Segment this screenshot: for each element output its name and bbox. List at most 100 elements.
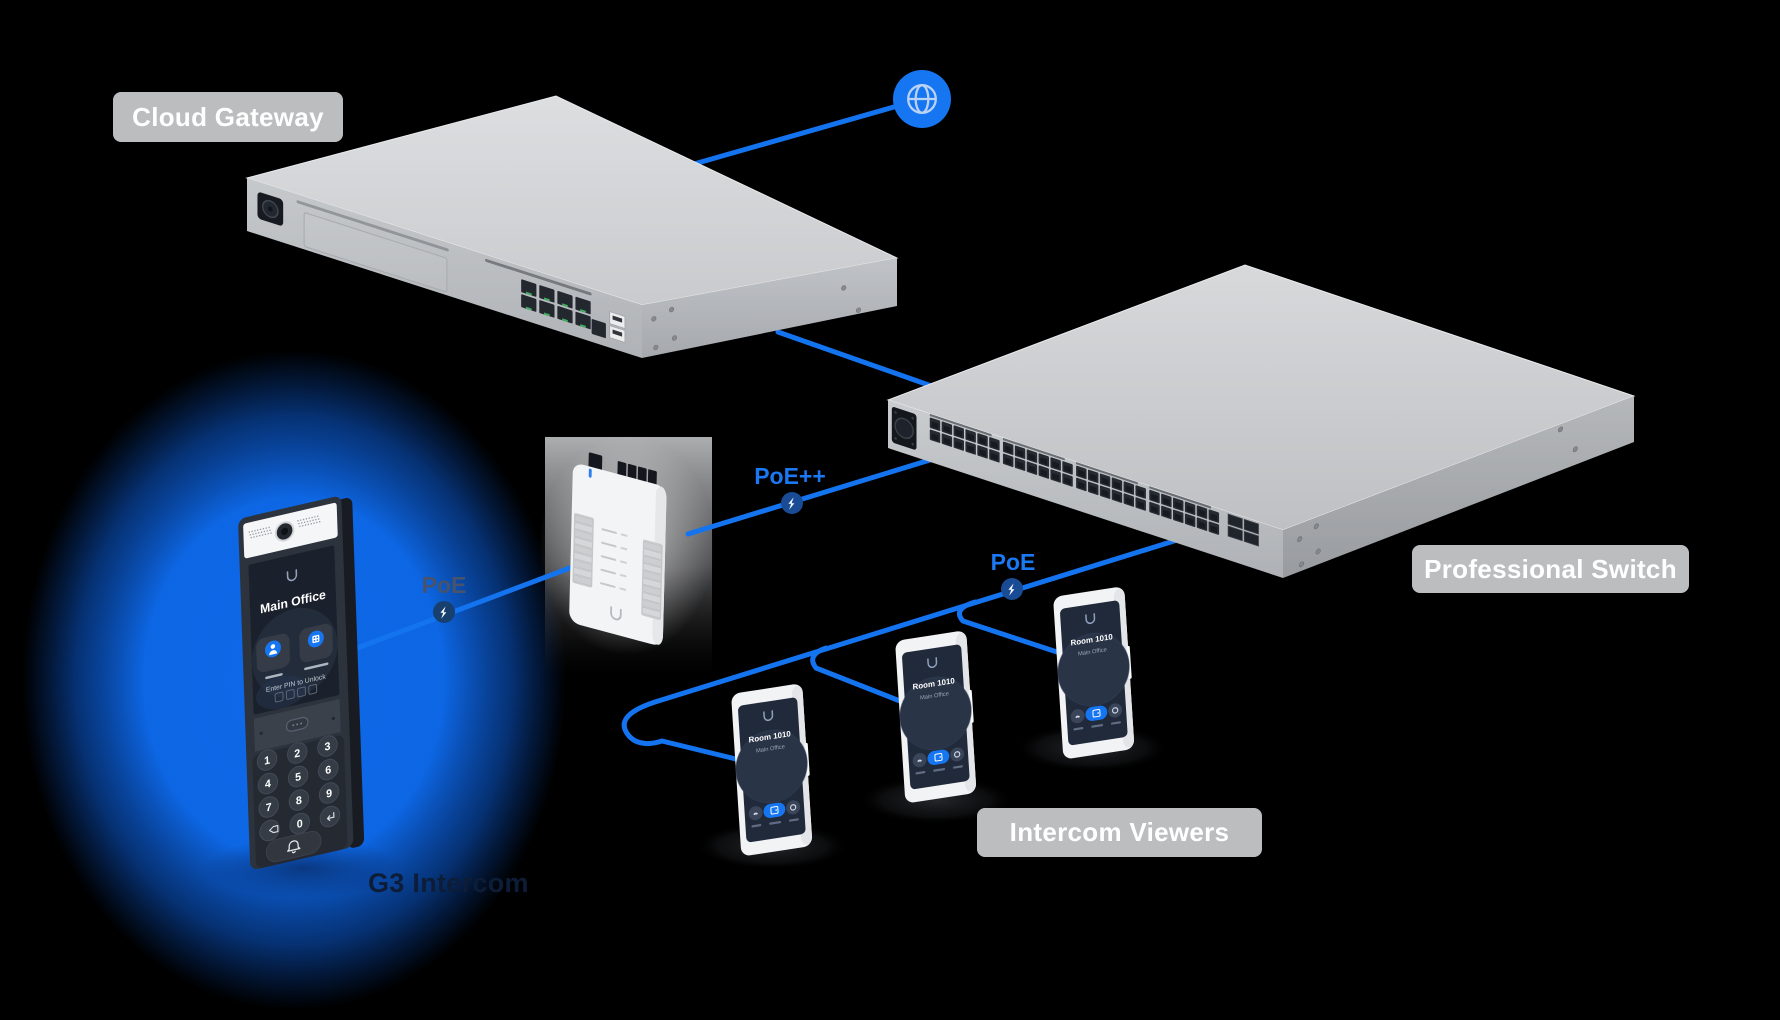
- intercom-viewer-3: [1052, 585, 1138, 761]
- keypad-key: [258, 796, 279, 818]
- g3-intercom-device: Main Office Enter PIN to Unlock 12345678…: [238, 496, 365, 870]
- switch-sfp-port: [1243, 530, 1259, 547]
- switch-sfp-port: [1227, 513, 1243, 530]
- ubiquiti-logo-icon: [610, 606, 622, 621]
- keypad-digit: 8: [296, 794, 302, 807]
- line-intercom-hub: [349, 563, 578, 653]
- professional-switch-label: Professional Switch: [1412, 545, 1689, 593]
- poe-intercom-label: PoE: [421, 572, 467, 598]
- poe-plus-plus-bolt: [781, 492, 803, 514]
- keypad-digit: 6: [325, 764, 331, 777]
- poe-plus-plus-label: PoE++: [754, 463, 826, 489]
- keypad-digit: 4: [265, 778, 272, 792]
- internet-globe: [893, 70, 951, 128]
- screw: [841, 285, 847, 291]
- keypad-key: [288, 789, 310, 811]
- keypad-digit: 5: [295, 771, 301, 784]
- switch-right-face: [1283, 396, 1634, 578]
- pin-box: [297, 686, 306, 698]
- keypad-digit: 9: [326, 787, 332, 800]
- screw: [1297, 536, 1303, 543]
- switch-vent-slot: [929, 413, 992, 437]
- keypad-digit: 1: [264, 754, 270, 767]
- gateway-vent-slot: [296, 200, 449, 252]
- gateway-drive-tray: [303, 212, 448, 293]
- enter-icon: [326, 811, 335, 821]
- line-branch-viewer2: [810, 645, 908, 706]
- ubiquiti-logo-icon: [286, 569, 298, 582]
- keypad-key: [318, 782, 340, 804]
- backspace-icon: [268, 824, 279, 834]
- lightning-bolt-icon: [1008, 583, 1015, 596]
- keypad-key: [318, 758, 339, 781]
- keypad-digit: 2: [294, 747, 300, 760]
- intercom-viewer-1: [730, 682, 816, 858]
- lightning-bolt-icon: [440, 606, 447, 619]
- keypad-key: [256, 749, 278, 771]
- gateway-port: [521, 279, 537, 297]
- keypad-key: [317, 735, 338, 757]
- gateway-port: [575, 311, 591, 330]
- professional-switch-device: [886, 264, 1636, 578]
- hub-ethernet-jack: [588, 452, 603, 472]
- poe-viewers-bolt: [1001, 578, 1023, 600]
- switch-vent-slot: [1002, 437, 1065, 461]
- pin-box: [285, 689, 295, 700]
- hub-ethernet-jack: [637, 466, 647, 484]
- hub-status-led: [588, 468, 592, 478]
- screw: [671, 335, 678, 341]
- pin-box: [274, 691, 284, 703]
- intercom-viewer-2: [894, 629, 980, 805]
- lightning-bolt-icon: [788, 497, 795, 510]
- screw: [1313, 523, 1319, 530]
- gateway-port: [539, 285, 555, 303]
- switch-sfp-port: [1243, 518, 1259, 535]
- screw: [668, 306, 675, 313]
- intercom-viewers-label-text: Intercom Viewers: [1009, 817, 1230, 847]
- cloud-gateway-label-text: Cloud Gateway: [132, 101, 324, 132]
- keypad-key: [287, 742, 308, 764]
- screw: [653, 344, 659, 351]
- screw: [1558, 426, 1563, 433]
- cloud-gateway-label: Cloud Gateway: [113, 92, 343, 142]
- switch-vent-slot: [1149, 486, 1212, 509]
- screw: [855, 307, 862, 313]
- button-caption-dash: [304, 662, 329, 671]
- keypad-digit: 0: [297, 818, 303, 831]
- switch-top-face: [886, 264, 1636, 531]
- line-branch-viewer3: [957, 599, 1063, 656]
- intercom-hub-device: [569, 452, 667, 645]
- poe-viewers-label: PoE: [990, 549, 1036, 575]
- gateway-port: [521, 294, 537, 312]
- intercom-viewers-label: Intercom Viewers: [977, 808, 1262, 857]
- gateway-wan-port: [591, 319, 606, 339]
- switch-vent-slot: [1076, 461, 1138, 485]
- gateway-port: [557, 306, 573, 324]
- professional-switch-label-text: Professional Switch: [1424, 553, 1677, 584]
- doorbell-button: [265, 830, 322, 863]
- bell-icon: [287, 840, 301, 854]
- hub-ethernet-jack: [647, 469, 657, 487]
- gateway-port: [539, 300, 555, 318]
- hub-ethernet-jack: [627, 463, 637, 481]
- screw: [651, 316, 657, 322]
- pin-box: [308, 683, 318, 695]
- button-caption-dash: [265, 673, 283, 680]
- gateway-port: [557, 291, 573, 309]
- keypad-digit: 3: [324, 740, 330, 753]
- poe-intercom-bolt: [433, 601, 455, 623]
- g3-intercom-label: G3 Intercom: [368, 868, 529, 898]
- cloud-gateway-device: [245, 95, 899, 358]
- gateway-vent-slot: [485, 258, 592, 296]
- keypad-key: [287, 765, 309, 788]
- line-switch-viewer1-bus: [621, 533, 1193, 763]
- switch-sfp-port: [1227, 525, 1243, 542]
- screw: [1299, 561, 1304, 568]
- gateway-right-face: [642, 258, 897, 358]
- screw: [1315, 548, 1321, 555]
- line-gateway-internet: [691, 96, 925, 167]
- screw: [1572, 446, 1578, 453]
